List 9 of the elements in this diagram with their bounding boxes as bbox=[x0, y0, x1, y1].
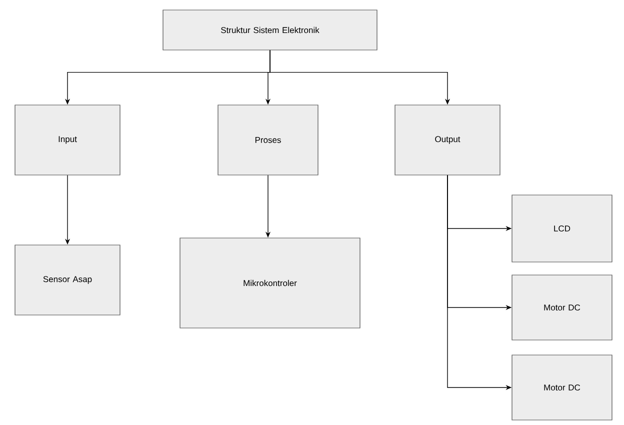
process-box: Struktur Sistem Elektronik bbox=[162, 10, 378, 50]
process-box: Motor DC bbox=[512, 274, 612, 340]
process-box: Sensor Asap bbox=[14, 244, 120, 316]
process-box: Output bbox=[394, 104, 500, 176]
process-box: Input bbox=[14, 104, 120, 176]
process-box: Motor DC bbox=[512, 354, 612, 420]
process-box: LCD bbox=[512, 194, 612, 262]
process-box: Proses bbox=[218, 104, 318, 176]
process-box: Mikrokontroler bbox=[180, 238, 360, 328]
